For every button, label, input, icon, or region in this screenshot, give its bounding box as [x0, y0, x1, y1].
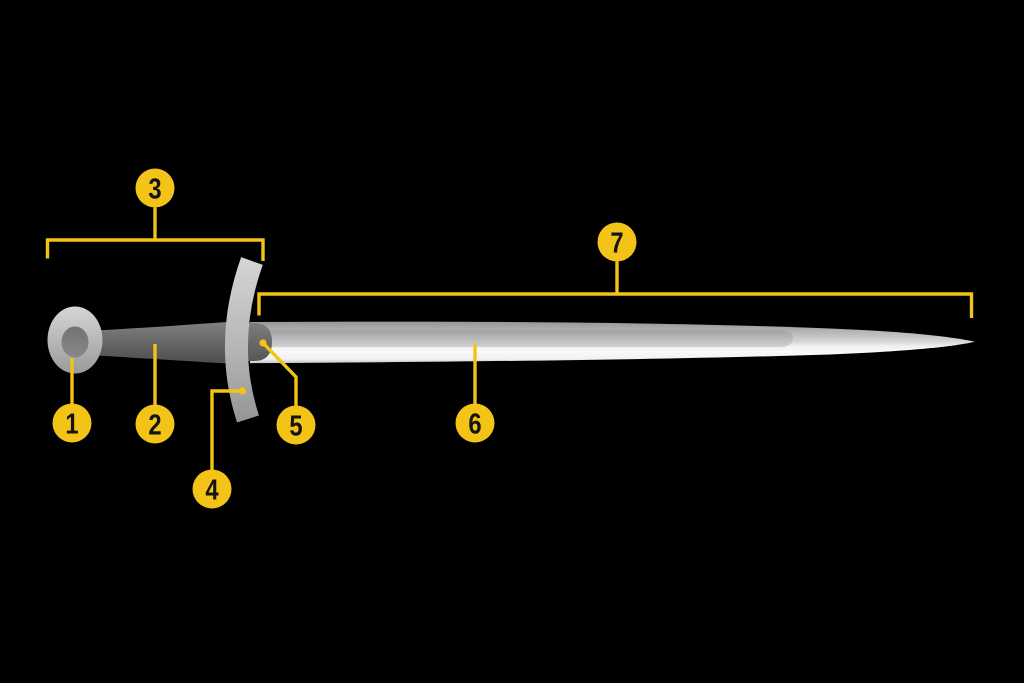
- callout-6-badge: [455, 403, 495, 443]
- callout-1: 1: [52, 403, 92, 443]
- callout-6: 6: [455, 403, 495, 443]
- callout-5: 5: [276, 405, 316, 445]
- callout-3: 3: [135, 168, 175, 208]
- callout-4-leader-line: [210, 389, 242, 470]
- callout-1-badge: [52, 403, 92, 443]
- callout-3-badge: [135, 168, 175, 208]
- callout-1-number: 1: [65, 407, 78, 440]
- callout-5-number: 5: [289, 409, 302, 442]
- callout-4-leader-dot: [238, 387, 247, 395]
- hilt-bracket: [45, 238, 265, 261]
- callout-7: 7: [597, 222, 637, 262]
- callout-4-number: 4: [205, 473, 218, 506]
- callout-4: 4: [192, 469, 232, 509]
- grip-shape: [95, 320, 247, 365]
- sword-illustration: [47, 257, 975, 423]
- callout-5-leader-line: [261, 341, 298, 406]
- fuller-groove-shape: [256, 330, 793, 347]
- blade-bracket: [257, 292, 974, 318]
- callout-5-leader-dot: [259, 339, 267, 347]
- callout-leaders: [45, 207, 974, 470]
- callout-4-badge: [192, 469, 232, 509]
- callout-5-badge: [276, 405, 316, 445]
- callout-7-number: 7: [610, 226, 623, 259]
- callout-2-number: 2: [148, 408, 161, 441]
- pommel-inner-shape: [61, 326, 89, 358]
- callout-2-badge: [135, 404, 175, 444]
- callout-3-number: 3: [148, 172, 161, 205]
- crossguard-shape: [224, 257, 263, 423]
- callout-6-number: 6: [468, 407, 481, 440]
- callout-7-badge: [597, 222, 637, 262]
- callout-2: 2: [135, 404, 175, 444]
